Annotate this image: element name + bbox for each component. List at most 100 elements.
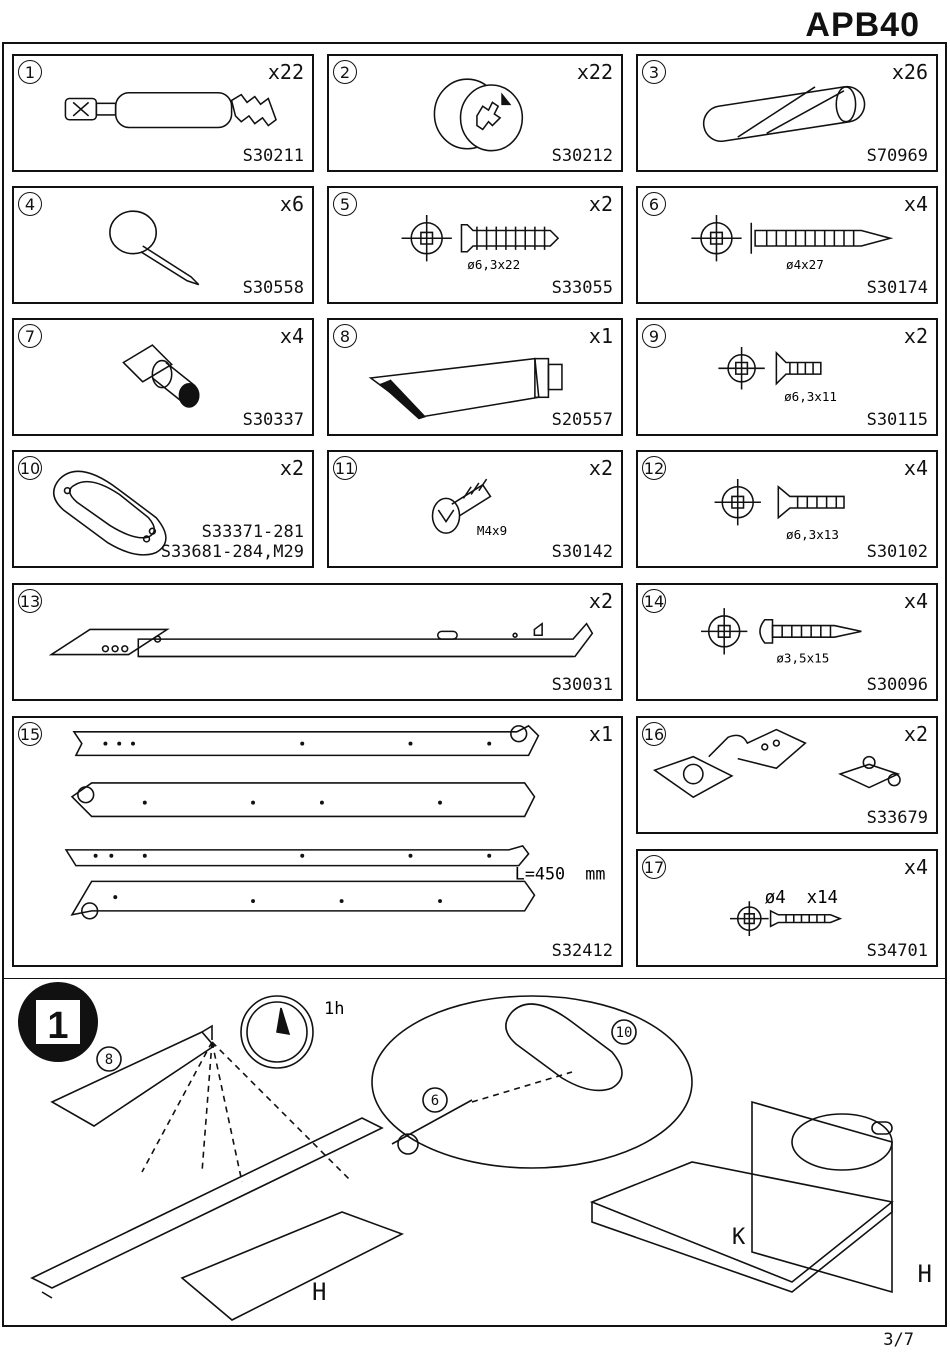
document-title: APB40 <box>805 6 920 44</box>
part-number: 3 <box>642 60 666 84</box>
part-16-cell: 16 x2 S33679 <box>636 716 938 834</box>
part-number: 12 <box>642 456 666 480</box>
part-3-cell: 3 x26 S70969 <box>636 54 938 172</box>
part-quantity: x22 <box>576 60 613 84</box>
part-quantity: x4 <box>903 589 928 613</box>
part-number: 13 <box>18 589 42 613</box>
drawer-front-bracket-icon <box>53 470 167 556</box>
part-code: S32412 <box>551 941 613 961</box>
part-code: S30031 <box>551 675 613 695</box>
part-quantity: x4 <box>903 192 928 216</box>
nail-icon <box>109 210 200 286</box>
part-quantity: x2 <box>903 722 928 746</box>
part-code: S30142 <box>551 542 613 562</box>
part-quantity: x4 <box>903 456 928 480</box>
page-number: 3/7 <box>883 1330 914 1350</box>
part-quantity: x4 <box>279 324 304 348</box>
part-code: S30102 <box>866 542 928 562</box>
callout-8: 8 <box>105 1052 113 1068</box>
screw-icon: ø4 x14 <box>730 888 843 937</box>
part-number: 1 <box>18 60 42 84</box>
screw-icon: ø3,5x15 <box>701 608 862 665</box>
part-code: S33055 <box>551 278 613 298</box>
part-number: 6 <box>642 192 666 216</box>
part-11-cell: M4x9 11 x2 S30142 <box>327 450 623 568</box>
screw-dimension: ø6,3x22 <box>467 257 520 272</box>
part-code: S20557 <box>551 410 613 430</box>
callout-10: 10 <box>616 1025 633 1041</box>
part-number: 14 <box>642 589 666 613</box>
part-2-cell: 2 x22 S30212 <box>327 54 623 172</box>
part-code: S30211 <box>242 146 304 166</box>
part-quantity: x4 <box>903 855 928 879</box>
part-9-cell: ø6,3x11 9 x2 S30115 <box>636 318 938 436</box>
part-code: S30337 <box>242 410 304 430</box>
estimated-time: 1h <box>324 999 344 1019</box>
part-quantity: x2 <box>903 324 928 348</box>
part-number: 17 <box>642 855 666 879</box>
part-17-cell: ø4 x14 17 x4 S34701 <box>636 849 938 967</box>
part-quantity: x2 <box>588 589 613 613</box>
section-divider <box>2 978 947 979</box>
slide-length-label: L=450 mm <box>515 863 606 883</box>
part-number: 9 <box>642 324 666 348</box>
part-6-cell: ø4x27 6 x4 S30174 <box>636 186 938 304</box>
part-code: S30558 <box>242 278 304 298</box>
part-8-cell: 8 x1 S20557 <box>327 318 623 436</box>
cam-lock-icon <box>433 78 524 152</box>
screw-icon: ø6,3x11 <box>718 347 837 404</box>
part-15-cell: L=450 mm 15 x1 S32412 <box>12 716 623 967</box>
part-number: 4 <box>18 192 42 216</box>
hinge-icon <box>652 728 901 799</box>
part-number: 8 <box>333 324 357 348</box>
screw-dimension: ø6,3x11 <box>784 389 837 404</box>
part-1-cell: 1 x22 S30211 <box>12 54 314 172</box>
part-4-cell: 4 x6 S30558 <box>12 186 314 304</box>
screw-dimension: ø4 x14 <box>765 888 838 908</box>
shelf-pin-icon <box>122 344 200 408</box>
part-number: 10 <box>18 456 42 480</box>
part-quantity: x2 <box>588 192 613 216</box>
part-number: 11 <box>333 456 357 480</box>
part-14-cell: ø3,5x15 14 x4 S30096 <box>636 583 938 701</box>
screw-dimension: ø4x27 <box>786 257 824 272</box>
part-code: S30174 <box>866 278 928 298</box>
screw-dimension: M4x9 <box>477 523 507 538</box>
cam-bolt-icon <box>64 91 277 129</box>
part-code: S34701 <box>866 941 928 961</box>
drawer-slide-set-icon: L=450 mm <box>64 724 606 920</box>
part-quantity: x1 <box>588 722 613 746</box>
part-code: S30115 <box>866 410 928 430</box>
panel-letter-h: H <box>312 1278 326 1306</box>
panel-letter-h-right: H <box>918 1260 932 1288</box>
part-code-line-1: S33371-281 <box>201 522 304 542</box>
page-frame <box>2 42 947 1327</box>
part-number: 5 <box>333 192 357 216</box>
panel-letter-k: K <box>732 1225 746 1250</box>
part-number: 16 <box>642 722 666 746</box>
drawer-runner-icon <box>48 622 594 658</box>
callout-6: 6 <box>431 1093 439 1109</box>
screw-icon: ø6,3x22 <box>401 215 560 272</box>
part-code: S30096 <box>866 675 928 695</box>
screw-dimension: ø3,5x15 <box>776 650 829 665</box>
part-13-cell: 13 x2 S30031 <box>12 583 623 701</box>
clock-icon <box>240 995 314 1069</box>
part-code-line-2: S33681-284,M29 <box>160 542 304 562</box>
glue-tube-icon <box>368 357 563 420</box>
screw-icon: ø6,3x13 <box>714 479 845 542</box>
screw-dimension: ø6,3x13 <box>786 527 839 542</box>
part-quantity: x2 <box>279 456 304 480</box>
step-number: 1 <box>47 1005 68 1047</box>
part-5-cell: ø6,3x22 5 x2 S33055 <box>327 186 623 304</box>
part-number: 15 <box>18 722 42 746</box>
assembly-illustration: 1 1h H H K <box>18 982 932 1321</box>
part-quantity: x26 <box>891 60 928 84</box>
machine-screw-icon: M4x9 <box>431 478 507 538</box>
part-7-cell: 7 x4 S30337 <box>12 318 314 436</box>
part-quantity: x22 <box>267 60 304 84</box>
part-quantity: x6 <box>279 192 304 216</box>
part-code: S33679 <box>866 808 928 828</box>
